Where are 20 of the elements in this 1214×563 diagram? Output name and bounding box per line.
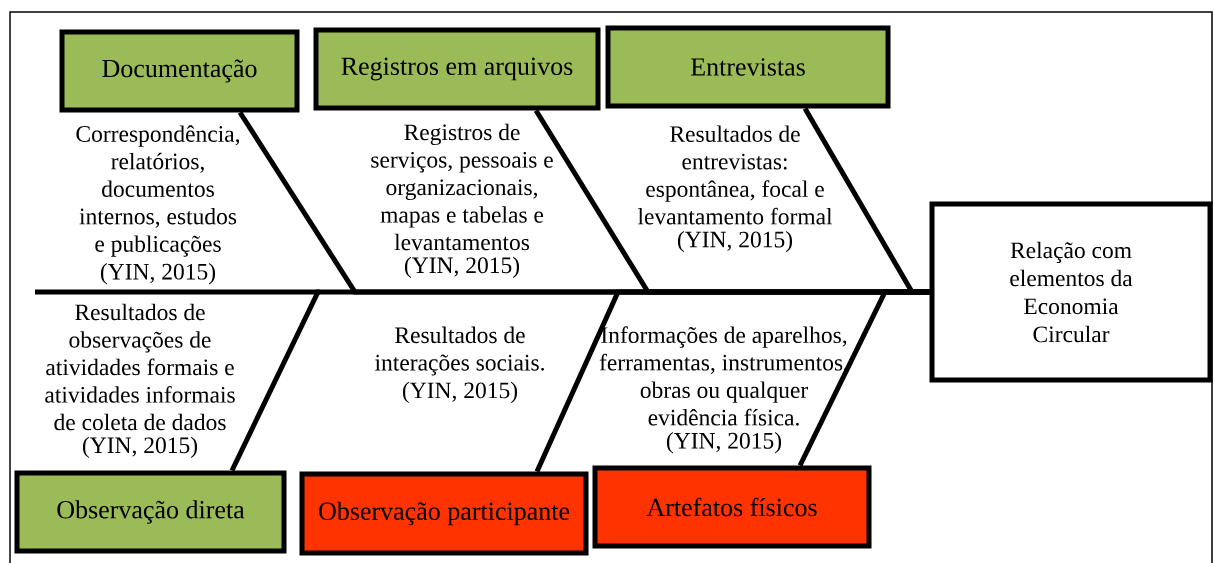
description-text: Resultados de interações sociais.: [375, 326, 544, 376]
category-box: Observação participante: [299, 471, 589, 556]
category-box: Documentação: [59, 29, 300, 113]
citation-text: (YIN, 2015): [100, 263, 215, 285]
bone-line: [797, 289, 930, 467]
description-text: Informações de aparelhos, ferramentas, instrumentos, obras ou qualquer evidência física.: [599, 326, 848, 426]
description-text: Registros de serviços, pessoais e organizacionais, mapas e tabelas e levantamentos: [371, 123, 553, 251]
category-box: Entrevistas: [605, 25, 891, 109]
citation-text: (YIN, 2015): [677, 230, 793, 253]
category-box: Artefatos físicos: [592, 465, 872, 549]
citation-text: (YIN, 2015): [82, 436, 198, 458]
description-text: Resultados de entrevistas: espontânea, focal e levantamento formal: [637, 125, 833, 225]
description-text: Correspondência, relatórios, documentos internos, estudos e publicações: [76, 125, 240, 257]
description-text: Resultados de observações de atividades formais e atividades informais de coleta de dados: [45, 303, 235, 431]
citation-text: (YIN, 2015): [666, 432, 782, 454]
category-box: Observação direta: [14, 470, 287, 554]
citation-text: (YIN, 2015): [404, 256, 520, 278]
citation-text: (YIN, 2015): [402, 381, 518, 404]
category-box: Registros em arquivos: [313, 27, 601, 111]
effect-box: Relação com elementos da Economia Circular: [929, 201, 1213, 383]
